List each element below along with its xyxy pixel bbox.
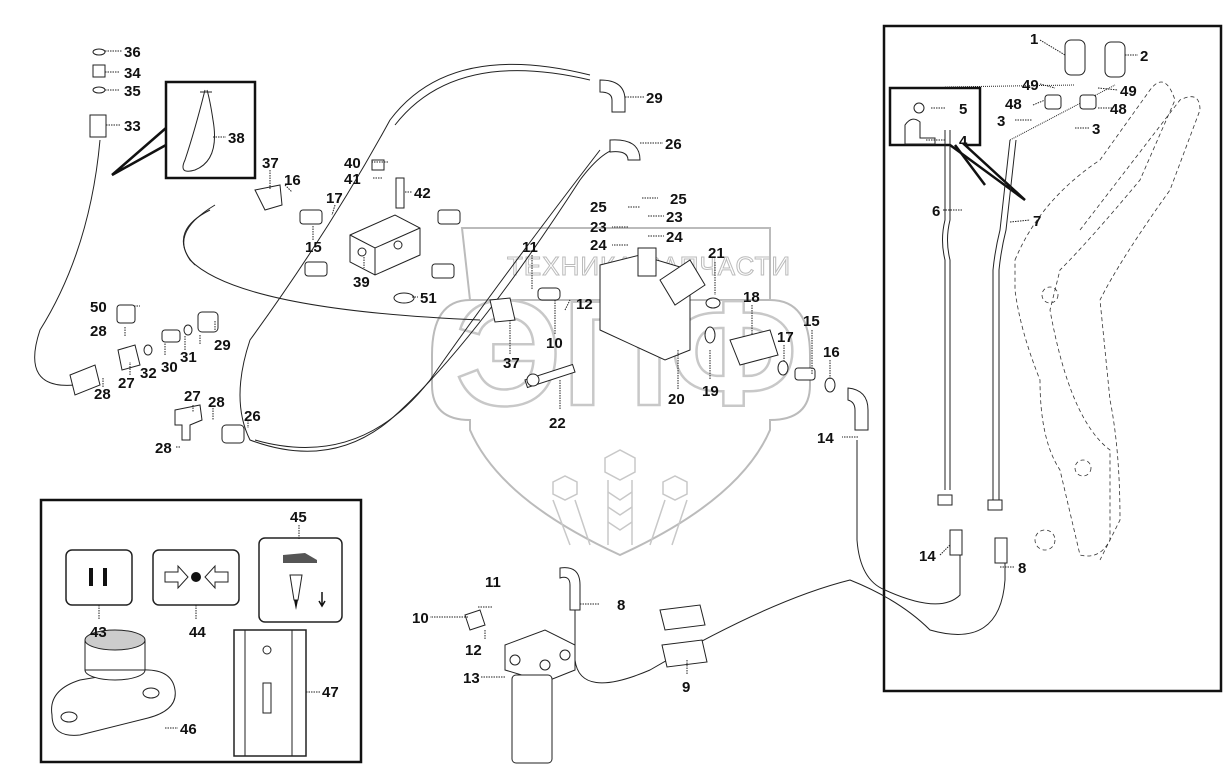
callout-18: 18: [743, 289, 760, 306]
callout-6: 6: [932, 203, 940, 220]
callout-29: 29: [646, 90, 663, 107]
callout-19: 19: [702, 383, 719, 400]
callout-10: 10: [546, 335, 563, 352]
callout-21: 21: [708, 245, 725, 262]
wheat-emblem-icon: [552, 449, 688, 546]
callout-26: 26: [244, 408, 261, 425]
callout-38: 38: [228, 130, 245, 147]
callout-12: 12: [465, 642, 482, 659]
callout-29: 29: [214, 337, 231, 354]
callout-16: 16: [284, 172, 301, 189]
callout-31: 31: [180, 349, 197, 366]
callout-labels: 36 34 35 33 38 37 16 17 15 40 41 42 39 5…: [90, 31, 1148, 738]
callout-39: 39: [353, 274, 370, 291]
callout-41: 41: [344, 171, 361, 188]
callout-25: 25: [590, 199, 607, 216]
decals-frame: [39, 498, 363, 764]
callout-36: 36: [124, 44, 141, 61]
callout-24: 24: [666, 229, 683, 246]
decal-45-foot-pedal-icon: [258, 537, 343, 623]
callout-8: 8: [1018, 560, 1026, 577]
callout-30: 30: [161, 359, 178, 376]
callout-37: 37: [503, 355, 520, 372]
callout-44: 44: [189, 624, 206, 641]
callout-27: 27: [118, 375, 135, 392]
callout-28: 28: [90, 323, 107, 340]
callout-40: 40: [344, 155, 361, 172]
callout-1: 1: [1030, 31, 1038, 48]
callout-24: 24: [590, 237, 607, 254]
callout-15: 15: [803, 313, 820, 330]
callout-32: 32: [140, 365, 157, 382]
callout-25: 25: [670, 191, 687, 208]
callout-9: 9: [682, 679, 690, 696]
callout-47: 47: [322, 684, 339, 701]
callout-50: 50: [90, 299, 107, 316]
callout-46: 46: [180, 721, 197, 738]
callout-5: 5: [959, 101, 967, 118]
callout-23: 23: [590, 219, 607, 236]
callout-20: 20: [668, 391, 685, 408]
callout-26: 26: [665, 136, 682, 153]
decal-43-pause-icon: [65, 549, 133, 606]
callout-11: 11: [485, 574, 501, 591]
callout-10: 10: [412, 610, 429, 627]
callout-16: 16: [823, 344, 840, 361]
callout-28: 28: [94, 386, 111, 403]
clamp-inset: [888, 86, 1026, 202]
callout-14: 14: [817, 430, 834, 447]
callout-4: 4: [959, 133, 968, 150]
decal-47-strip-icon: [233, 629, 307, 757]
callout-3: 3: [997, 113, 1005, 130]
callout-27: 27: [184, 388, 201, 405]
callout-7: 7: [1033, 213, 1041, 230]
leader-lines: [98, 39, 1138, 729]
boom-detail-frame: [882, 24, 1223, 693]
callout-42: 42: [414, 185, 431, 202]
callout-34: 34: [124, 65, 141, 82]
callout-51: 51: [420, 290, 437, 307]
boom-outline: [1014, 81, 1201, 561]
callout-28: 28: [155, 440, 172, 457]
callout-48: 48: [1005, 96, 1022, 113]
callout-12: 12: [576, 296, 593, 313]
parts: [69, 39, 1126, 764]
callout-17: 17: [326, 190, 343, 207]
callout-49: 49: [1022, 77, 1039, 94]
callout-11: 11: [522, 239, 538, 256]
callout-49: 49: [1120, 83, 1137, 100]
callout-28: 28: [208, 394, 225, 411]
decal-44-arrows-point-icon: [152, 549, 240, 606]
knob-46-icon: [51, 629, 176, 736]
callout-2: 2: [1140, 48, 1148, 65]
callout-37: 37: [262, 155, 279, 172]
callout-22: 22: [549, 415, 566, 432]
hoses: [34, 63, 1116, 684]
callout-43: 43: [90, 624, 107, 641]
callout-33: 33: [124, 118, 141, 135]
callout-13: 13: [463, 670, 480, 687]
callout-35: 35: [124, 83, 141, 100]
cable-tie-inset: [111, 80, 257, 180]
callout-23: 23: [666, 209, 683, 226]
callout-45: 45: [290, 509, 307, 526]
callout-48: 48: [1110, 101, 1127, 118]
callout-3: 3: [1092, 121, 1100, 138]
callout-15: 15: [305, 239, 322, 256]
callout-14: 14: [919, 548, 936, 565]
callout-17: 17: [777, 329, 794, 346]
callout-8: 8: [617, 597, 625, 614]
